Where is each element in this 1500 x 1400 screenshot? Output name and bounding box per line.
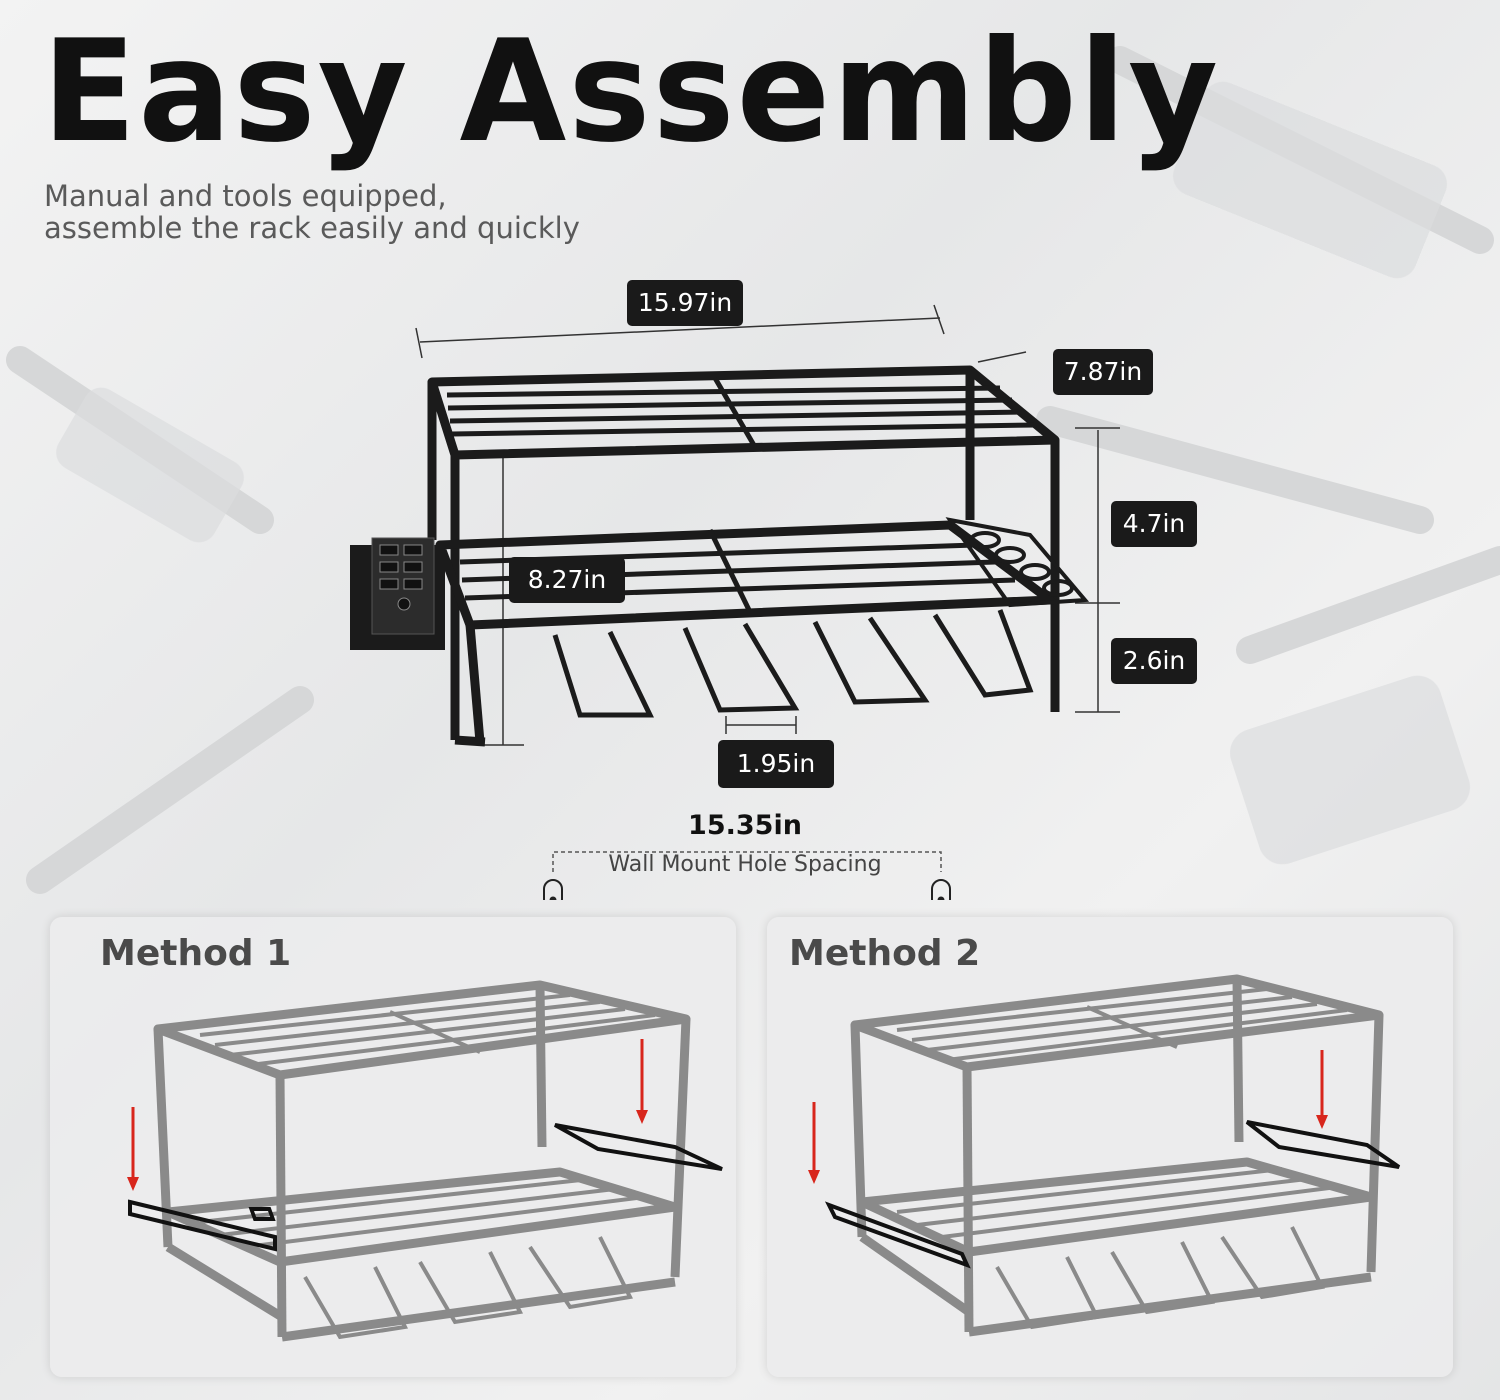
method-1-rack-diagram (127, 980, 723, 1342)
method-2-title: Method 2 (789, 933, 981, 974)
page-title: Easy Assembly (42, 9, 1221, 174)
method-2-rack-diagram (808, 974, 1401, 1337)
keyhole-icon (543, 879, 563, 900)
dimension-depth-badge: 7.87in (1053, 349, 1153, 395)
dimension-height-badge: 8.27in (509, 557, 625, 603)
arrow-icon (636, 1039, 648, 1124)
arrow-icon (127, 1107, 139, 1191)
dimension-slot-width-badge: 1.95in (718, 740, 834, 788)
method-1-title: Method 1 (100, 933, 292, 974)
method-1-panel: Method 1 (50, 917, 736, 1377)
screwdriver-holder (945, 517, 1090, 608)
wall-mount-spacing-value: 15.35in (688, 810, 802, 841)
method-2-panel: Method 2 (767, 917, 1453, 1377)
keyhole-icon (931, 879, 951, 900)
subtitle-line-1: Manual and tools equipped, (44, 179, 447, 213)
arrow-icon (1316, 1050, 1328, 1129)
wall-mount-spacing (543, 851, 951, 900)
wall-mount-spacing-label: Wall Mount Hole Spacing (608, 852, 882, 877)
rack-wires (446, 376, 1037, 718)
rack-frame (427, 365, 1060, 747)
page-subtitle: Manual and tools equipped, assemble the … (44, 180, 580, 244)
subtitle-line-2: assemble the rack easily and quickly (44, 211, 580, 245)
arrow-icon (808, 1102, 820, 1184)
dimension-bottom-gap-badge: 2.6in (1111, 638, 1197, 684)
power-strip (350, 537, 445, 650)
dimension-width-badge: 15.97in (627, 280, 743, 326)
dimension-shelf-gap-badge: 4.7in (1111, 501, 1197, 547)
